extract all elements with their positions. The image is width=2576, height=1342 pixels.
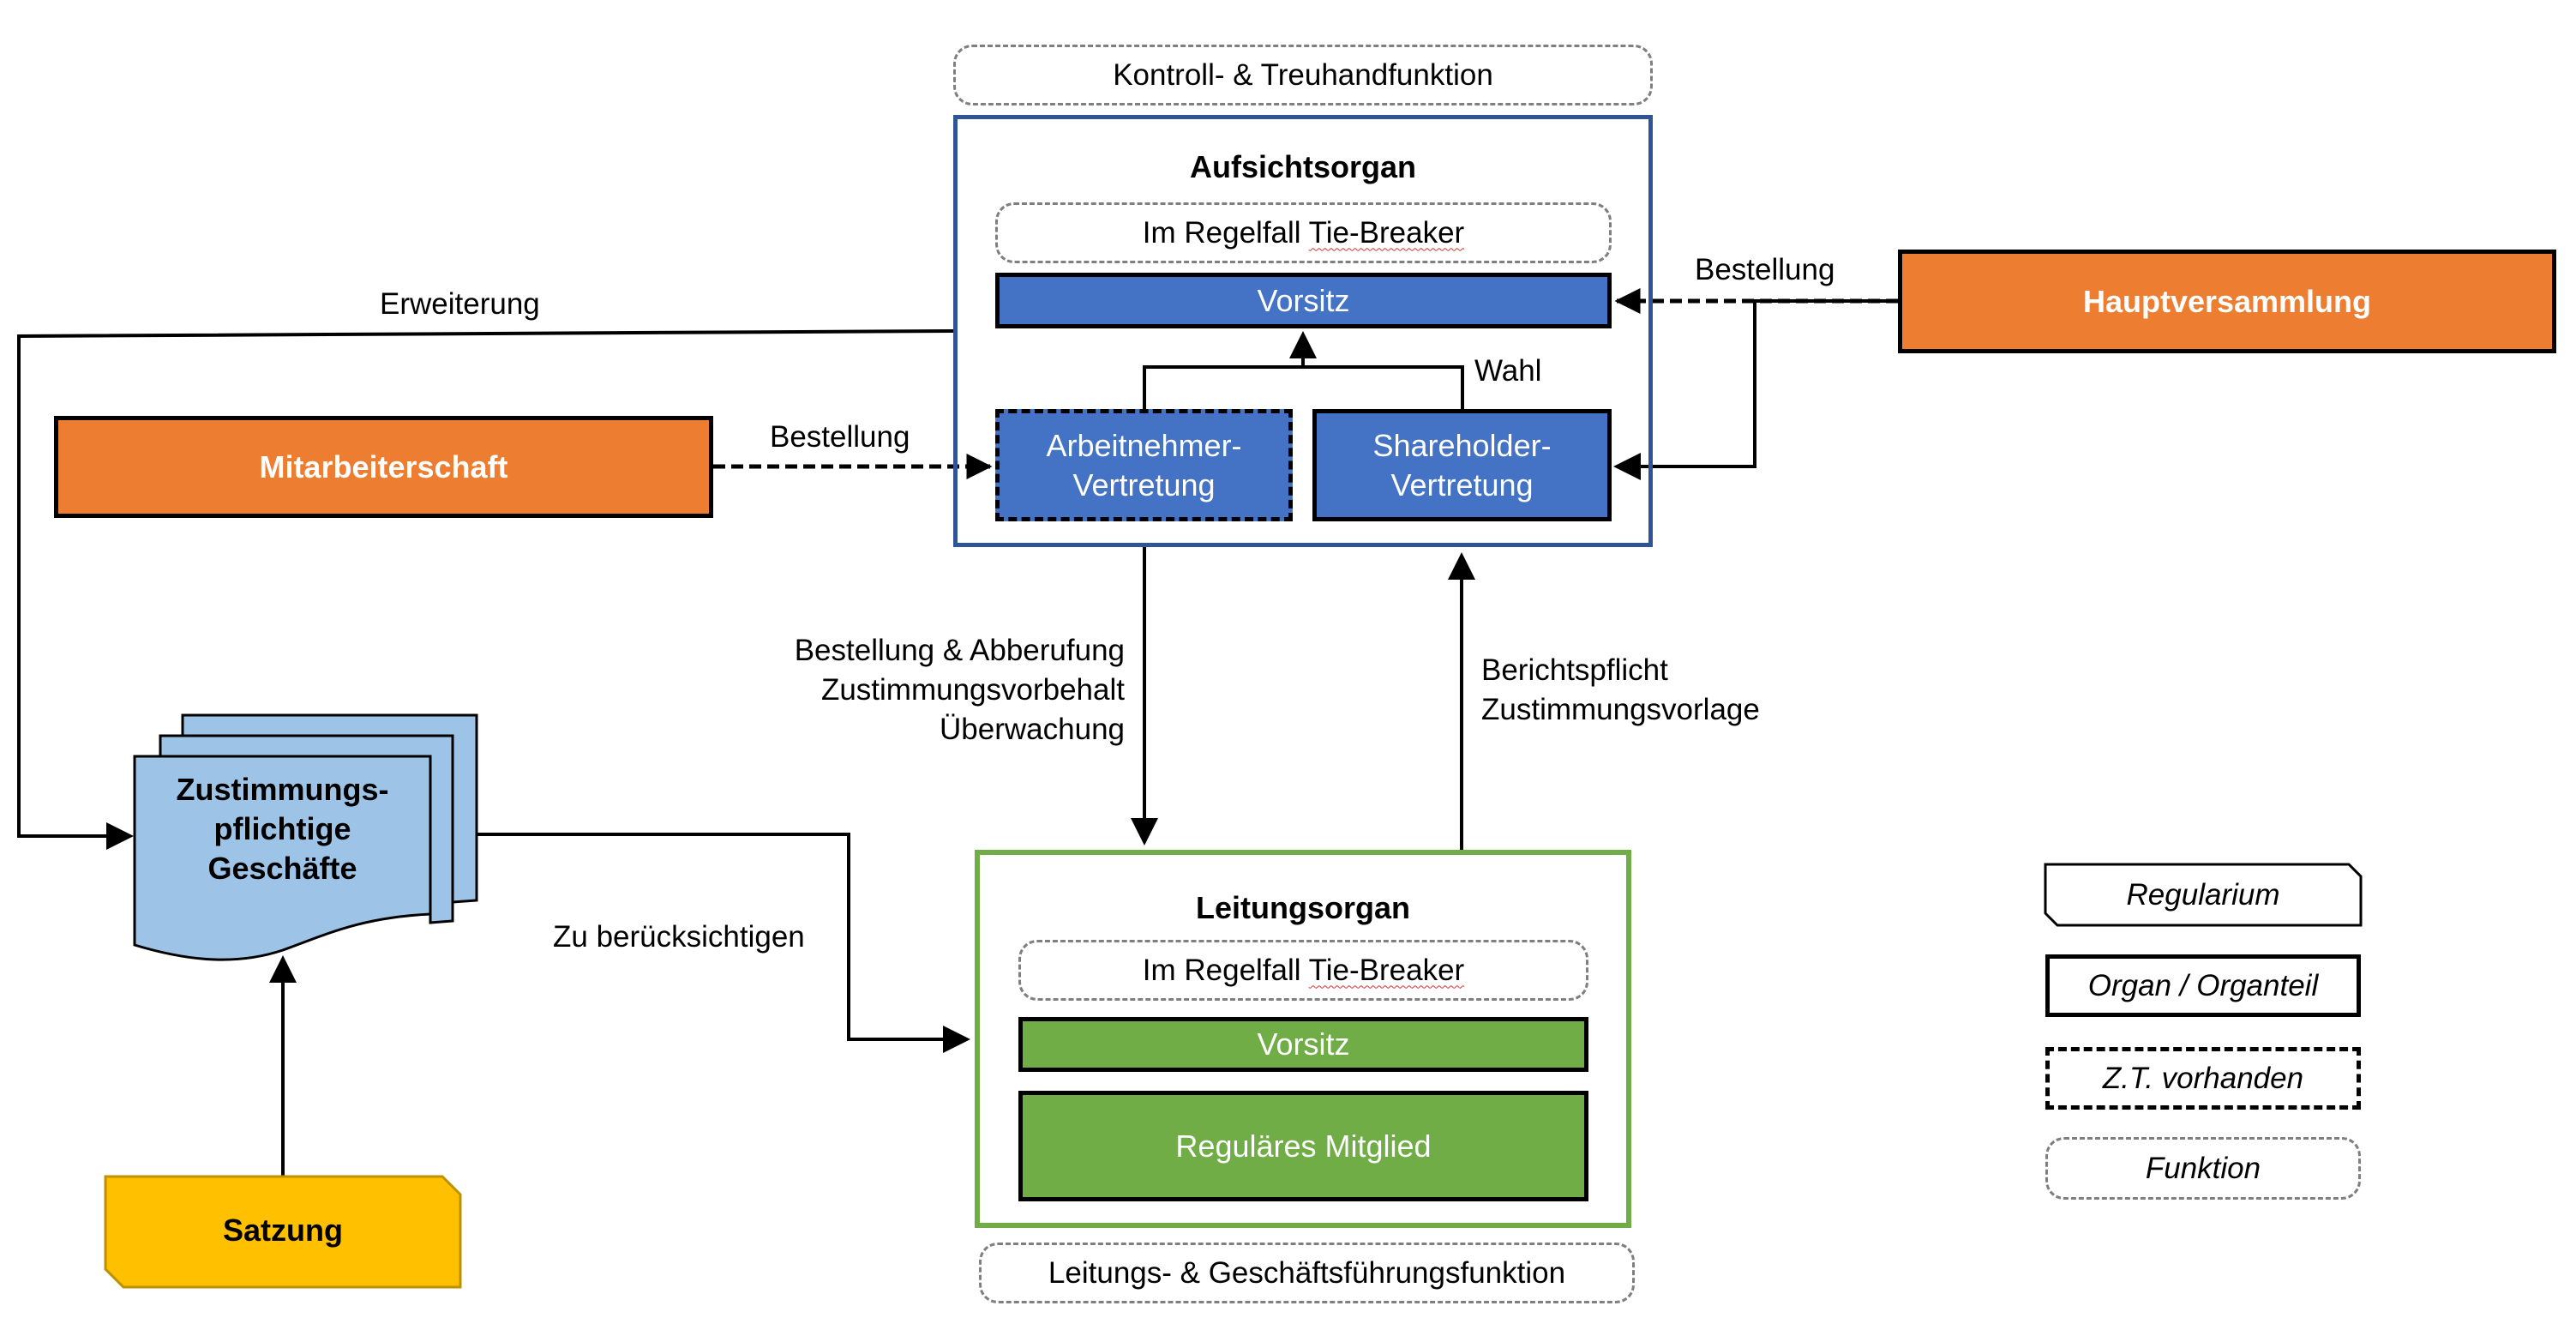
tie-breaker-word: Tie-Breaker <box>1308 215 1465 250</box>
bestellung-ma-label: Bestellung <box>770 420 910 454</box>
mitarbeiterschaft[interactable]: Mitarbeiterschaft <box>54 416 713 518</box>
shareholder-line1: Shareholder- <box>1372 427 1552 463</box>
erweiterung-connector <box>17 329 954 850</box>
tie-breaker-prefix: Im Regelfall <box>1142 215 1309 250</box>
wahl-label: Wahl <box>1474 354 1542 388</box>
down-label-1: Bestellung & Abberufung <box>794 634 1125 667</box>
erweiterung-label: Erweiterung <box>380 287 540 321</box>
legend-organ: Organ / Organteil <box>2045 954 2361 1017</box>
document-front <box>133 755 432 961</box>
hauptversammlung[interactable]: Hauptversammlung <box>1898 250 2556 353</box>
legend-zt-vorhanden: Z.T. vorhanden <box>2045 1047 2361 1110</box>
zu-beruecksichtigen-label: Zu berücksichtigen <box>553 920 805 954</box>
zustimmungspflichtige-geschaefte[interactable]: Zustimmungs- pflichtige Geschäfte <box>135 770 430 888</box>
leitung-tie-breaker: Im Regelfall Tie-Breaker <box>1018 940 1588 1001</box>
leitung-function-text: Leitungs- & Geschäftsführungsfunktion <box>1048 1255 1566 1290</box>
down-label-3: Überwachung <box>940 713 1125 746</box>
doc-line3: Geschäfte <box>207 851 357 886</box>
aufsicht-tie-breaker: Im Regelfall Tie-Breaker <box>995 202 1612 263</box>
kontroll-function-label: Kontroll- & Treuhandfunktion <box>953 45 1653 105</box>
aufsicht-tie-breaker-text: Im Regelfall Tie-Breaker <box>1143 216 1464 250</box>
satzung-label[interactable]: Satzung <box>223 1213 343 1248</box>
oversight-labels: Bestellung & Abberufung Zustimmungsvorbe… <box>652 631 1125 749</box>
report-labels: Berichtspflicht Zustimmungsvorlage <box>1481 651 1760 730</box>
legend-regularium: Regularium <box>2126 877 2280 912</box>
shareholder-line2: Vertretung <box>1390 466 1534 502</box>
up-label-2: Zustimmungsvorlage <box>1481 693 1760 726</box>
aufsicht-vorsitz[interactable]: Vorsitz <box>995 273 1612 328</box>
leitung-vorsitz[interactable]: Vorsitz <box>1018 1017 1588 1072</box>
doc-line2: pflichtige <box>213 811 351 846</box>
bestellung-hv-shareholder-connector <box>1613 299 1898 480</box>
document-stack-icon <box>133 713 478 961</box>
legend-regularium-shape <box>2044 863 2363 927</box>
arbeitnehmer-line2: Vertretung <box>1072 466 1216 502</box>
down-label-2: Zustimmungsvorbehalt <box>820 673 1125 707</box>
tie-breaker-word: Tie-Breaker <box>1308 953 1465 987</box>
arbeitnehmer-line1: Arbeitnehmer- <box>1046 427 1242 463</box>
satzung-shape <box>104 1175 462 1289</box>
regulaeres-mitglied[interactable]: Reguläres Mitglied <box>1018 1091 1588 1201</box>
legend-funktion: Funktion <box>2045 1137 2361 1200</box>
kontroll-function-text: Kontroll- & Treuhandfunktion <box>1113 57 1493 92</box>
up-label-1: Berichtspflicht <box>1481 653 1668 687</box>
leitungsorgan-title: Leitungsorgan <box>1196 890 1410 925</box>
arbeitnehmer-vertretung[interactable]: Arbeitnehmer- Vertretung <box>995 409 1293 521</box>
bestellung-hv-label: Bestellung <box>1695 253 1835 286</box>
wahl-connector-right <box>1303 365 1464 409</box>
zu-beruecksichtigen-connector <box>477 833 970 1053</box>
leitungsorgan-frame <box>975 850 1631 1228</box>
tie-breaker-prefix: Im Regelfall <box>1142 953 1309 987</box>
shareholder-vertretung[interactable]: Shareholder- Vertretung <box>1312 409 1612 521</box>
leitung-tie-breaker-text: Im Regelfall Tie-Breaker <box>1143 954 1464 988</box>
aufsichtsorgan-frame <box>953 115 1653 547</box>
aufsichtsorgan-title: Aufsichtsorgan <box>1189 149 1417 184</box>
leitung-function-label: Leitungs- & Geschäftsführungsfunktion <box>979 1243 1635 1303</box>
doc-line1: Zustimmungs- <box>176 772 389 807</box>
